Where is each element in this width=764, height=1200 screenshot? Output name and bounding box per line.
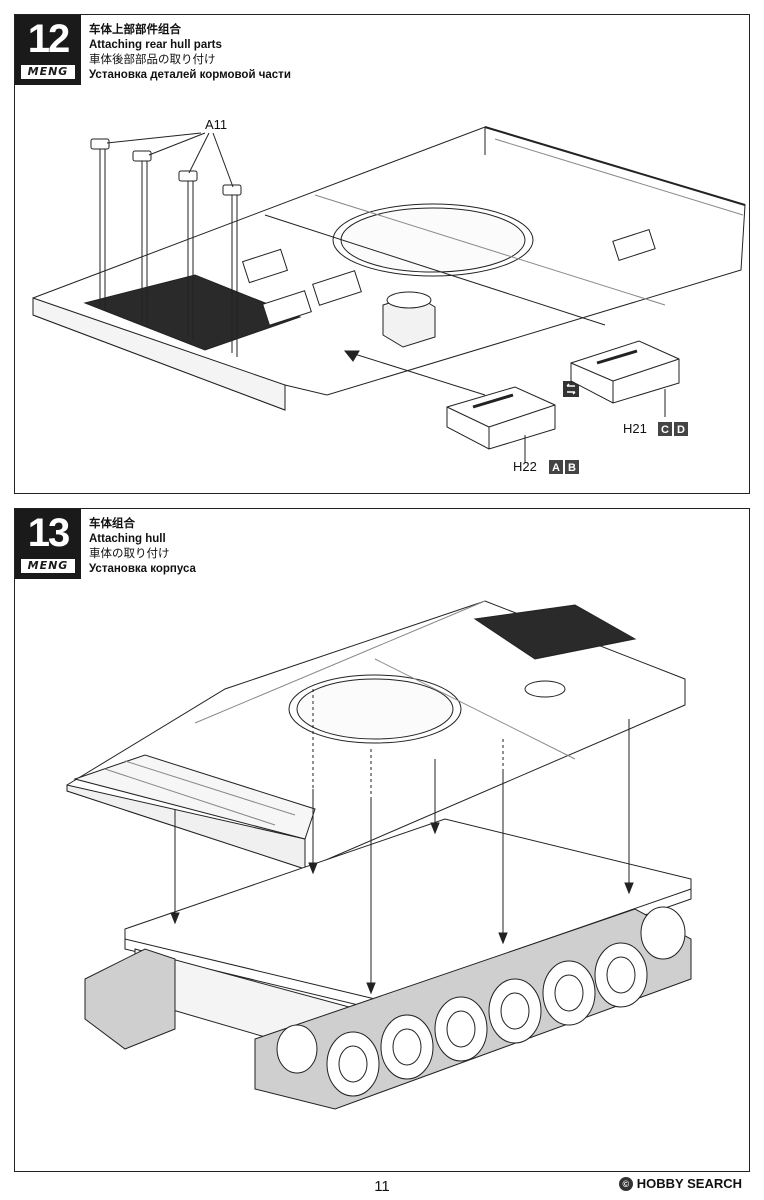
h21-tags: C D xyxy=(658,422,688,436)
page-number: 11 xyxy=(374,1178,390,1195)
step-12-drawing: A11 H22 A B xyxy=(32,117,746,474)
title-english: Attaching rear hull parts xyxy=(89,39,222,51)
title-japanese: 車体の取り付け xyxy=(89,548,170,560)
h22-part xyxy=(343,350,556,463)
title-japanese: 車体後部部品の取り付け xyxy=(89,54,216,66)
step-number: 13 xyxy=(27,511,71,555)
step-titles: 车体组合 Attaching hull 車体の取り付け Установка ко… xyxy=(89,517,196,577)
title-russian: Установка деталей кормовой части xyxy=(89,69,291,81)
tag-d xyxy=(674,422,688,436)
label-a11: A11 xyxy=(205,117,227,132)
watermark-text: HOBBY SEARCH xyxy=(636,1176,742,1191)
h22-tags: A B xyxy=(549,460,579,474)
a11-parts xyxy=(90,132,242,357)
tag-d-text: D xyxy=(677,424,685,436)
label-h21: H21 xyxy=(623,421,647,436)
brand-logo: MENG xyxy=(21,65,75,79)
step-13-drawing xyxy=(66,600,692,1110)
tag-a-text: A xyxy=(552,462,560,474)
mirror-parts-icon xyxy=(563,381,579,397)
tag-a xyxy=(549,460,563,474)
road-wheels xyxy=(276,906,686,1097)
step-titles: 车体上部部件组合 Attaching rear hull parts 車体後部部… xyxy=(89,23,291,83)
title-chinese: 车体组合 xyxy=(89,518,135,530)
brand-logo: MENG xyxy=(21,559,75,573)
step-13-panel: 13 MENG 车体组合 Attaching hull 車体の取り付け Уста… xyxy=(14,508,750,1172)
title-chinese: 车体上部部件组合 xyxy=(89,24,181,36)
upper-hull xyxy=(66,600,686,870)
copyright-icon: © xyxy=(618,1176,633,1191)
placement-arrows xyxy=(170,719,634,995)
tag-c xyxy=(658,422,672,436)
step-12-panel: 12 MENG 车体上部部件组合 Attaching rear hull par… xyxy=(14,14,750,494)
step-number: 12 xyxy=(27,17,71,61)
h21-part xyxy=(570,340,680,417)
step-badge: 12 MENG xyxy=(15,15,81,85)
tag-b-text: B xyxy=(568,462,576,474)
title-english: Attaching hull xyxy=(89,533,166,545)
step-badge: 13 MENG xyxy=(15,509,81,579)
label-h22: H22 xyxy=(513,459,537,474)
tag-c-text: C xyxy=(661,424,669,436)
title-russian: Установка корпуса xyxy=(89,563,196,575)
watermark: © HOBBY SEARCH xyxy=(618,1176,742,1191)
tag-b xyxy=(565,460,579,474)
